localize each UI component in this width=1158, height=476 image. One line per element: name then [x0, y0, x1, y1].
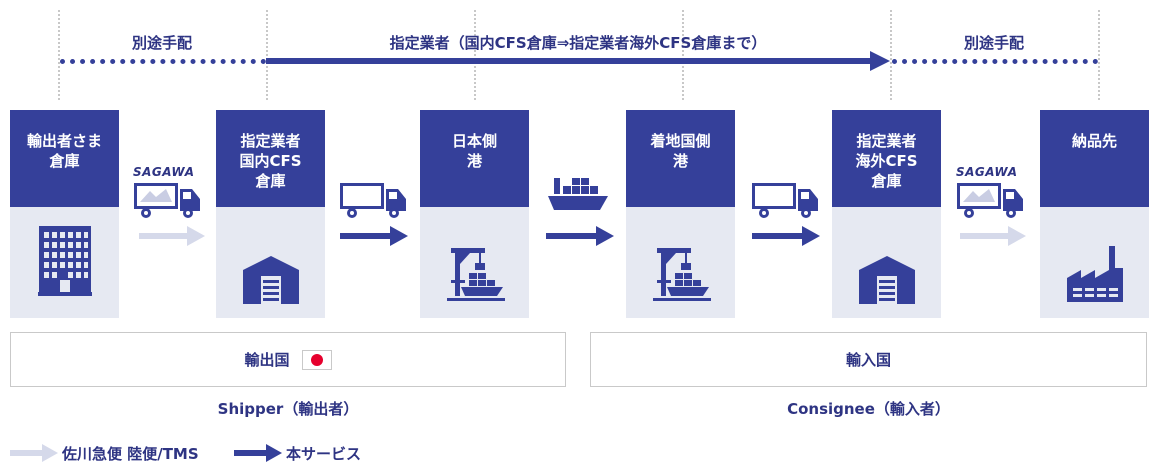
- role-shipper: Shipper（輸出者）: [217, 400, 359, 418]
- warehouse-icon: [858, 255, 915, 304]
- factory-icon: [1066, 245, 1123, 302]
- segment-label-middle: 指定業者（国内CFS倉庫⇒指定業者海外CFS倉庫まで）: [389, 34, 767, 52]
- office-building-icon: [37, 225, 92, 296]
- guide-line: [1098, 10, 1100, 100]
- region-export-label: 輸出国: [244, 351, 290, 369]
- sagawa-truck-icon: [134, 183, 200, 218]
- role-consignee: Consignee（輸入者）: [787, 400, 950, 418]
- dark-arrow-icon: [752, 226, 820, 246]
- light-arrow-icon: [960, 226, 1026, 246]
- legend-light-arrow-icon: [10, 444, 58, 462]
- port-crane-icon: [446, 247, 505, 301]
- port-crane-icon: [652, 247, 711, 301]
- region-import-label: 輸入国: [845, 351, 891, 369]
- warehouse-icon: [242, 255, 299, 304]
- guide-line: [474, 10, 476, 100]
- node-destination-port: 着地国側港: [626, 110, 735, 318]
- truck-icon: [752, 183, 818, 218]
- sagawa-logo: SAGAWA: [956, 165, 1018, 179]
- segment-label-left: 別途手配: [131, 34, 192, 52]
- sagawa-logo: SAGAWA: [133, 165, 195, 179]
- dotted-line-right: [892, 59, 1098, 64]
- light-arrow-icon: [139, 226, 205, 246]
- node-delivery-destination: 納品先: [1040, 110, 1149, 318]
- guide-line: [266, 10, 268, 100]
- node-japan-port: 日本側港: [420, 110, 529, 318]
- service-line: [266, 58, 872, 64]
- legend-dark-arrow-label: 本サービス: [286, 445, 362, 463]
- guide-line: [682, 10, 684, 100]
- node-exporter-warehouse: 輸出者さま倉庫: [10, 110, 119, 318]
- region-export-country: 輸出国: [10, 332, 566, 387]
- dark-arrow-icon: [340, 226, 408, 246]
- dotted-line-left: [60, 59, 266, 64]
- truck-icon: [340, 183, 406, 218]
- segment-label-right: 別途手配: [963, 34, 1024, 52]
- guide-line: [890, 10, 892, 100]
- legend-light-arrow-label: 佐川急便 陸便/TMS: [62, 445, 199, 463]
- container-ship-icon: [548, 178, 608, 210]
- region-import-country: 輸入国: [590, 332, 1147, 387]
- dark-arrow-icon: [546, 226, 614, 246]
- guide-line: [58, 10, 60, 100]
- sagawa-truck-icon: [957, 183, 1023, 218]
- japan-flag-icon: [301, 349, 332, 370]
- service-line-arrowhead: [870, 51, 890, 71]
- legend-dark-arrow-icon: [234, 444, 282, 462]
